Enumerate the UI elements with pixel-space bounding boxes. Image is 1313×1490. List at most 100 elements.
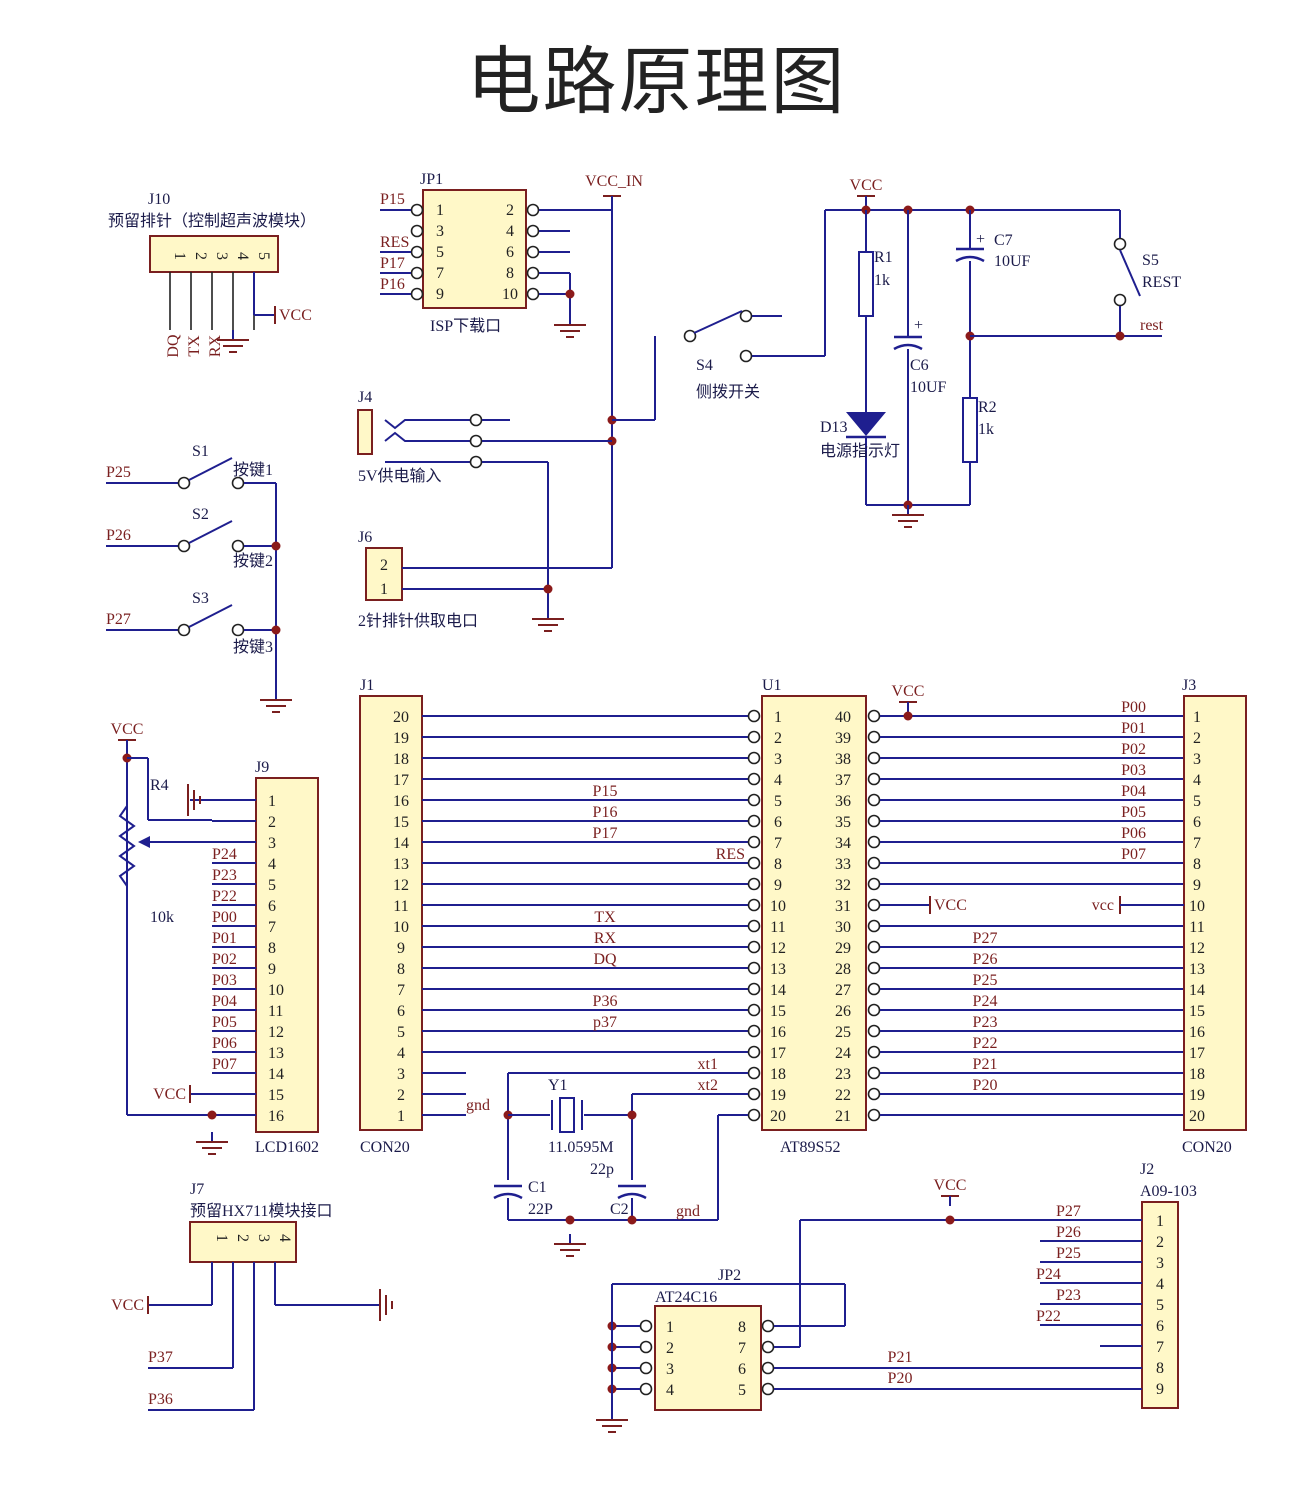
j9-net-P04: P04 [212, 993, 237, 1010]
u1-pin-11: 11 [770, 919, 785, 936]
j3-net-P00: P00 [1121, 699, 1146, 716]
j9-net-P07: P07 [212, 1056, 237, 1073]
j9-net-P00: P00 [212, 909, 237, 926]
jp1-pin-2: 2 [506, 202, 514, 219]
jp1-ref: JP1 [420, 171, 443, 188]
j10-pin-3: 3 [213, 252, 230, 260]
j9-pin-11: 11 [268, 1003, 283, 1020]
j7-pin-4: 4 [276, 1234, 293, 1242]
u1-pin-27: 27 [835, 982, 851, 999]
u1-pin-10: 10 [770, 898, 786, 915]
jp1-net-res: RES [380, 234, 409, 251]
j7-body [189, 1221, 297, 1263]
jp1-desc: ISP下载口 [430, 317, 501, 335]
j2-pin-9: 9 [1156, 1381, 1164, 1398]
j1-ref: J1 [360, 677, 374, 694]
j3-net-P02: P02 [1121, 741, 1146, 758]
j9-pin-14: 14 [268, 1066, 284, 1083]
c7-ref: C7 [994, 232, 1013, 249]
button-ref-S1: S1 [192, 443, 209, 460]
pin-circle [469, 455, 483, 469]
j9-pin-15: 15 [268, 1087, 284, 1104]
j7-pin-1: 1 [213, 1234, 230, 1242]
j10-pin-1: 1 [171, 252, 188, 260]
j3-pin-8: 8 [1193, 856, 1201, 873]
u1-pin-14: 14 [770, 982, 786, 999]
jp2-pin-1: 1 [666, 1319, 674, 1336]
u1-pin-8: 8 [774, 856, 782, 873]
pin-circle [867, 961, 881, 975]
capacitor-icon [893, 343, 923, 351]
crystal-icon [559, 1097, 575, 1133]
u1-pin-29: 29 [835, 940, 851, 957]
capacitor-icon [617, 1192, 647, 1200]
u1-pin-24: 24 [835, 1045, 851, 1062]
button-net-P26: P26 [106, 527, 131, 544]
u1-pin-33: 33 [835, 856, 851, 873]
j2-body [1141, 1201, 1179, 1409]
j4-contact [384, 431, 470, 442]
jp2-pin-7: 7 [738, 1340, 746, 1357]
j9-net-P22: P22 [212, 888, 237, 905]
jp1-body [422, 189, 527, 309]
u1-net-RES: RES [716, 846, 745, 863]
j1-pin-10: 10 [393, 919, 409, 936]
u1-pin-22: 22 [835, 1087, 851, 1104]
jp2-pin-5: 5 [738, 1382, 746, 1399]
resistor-icon [962, 397, 978, 463]
u1-pin-39: 39 [835, 730, 851, 747]
j3-pin-15: 15 [1189, 1003, 1205, 1020]
r4-ref: R4 [150, 777, 169, 794]
u1-vcc: VCC [892, 683, 925, 700]
y1-ref: Y1 [548, 1077, 568, 1094]
pin-circle [177, 539, 191, 553]
jp2-net-p21: P21 [888, 1349, 913, 1366]
j6-body [365, 547, 403, 601]
pin-circle [747, 1024, 761, 1038]
pin-circle [867, 1108, 881, 1122]
c1-val: 22P [528, 1201, 553, 1218]
j2-vcc: VCC [934, 1177, 967, 1194]
jp1-pin-6: 6 [506, 244, 514, 261]
j3-pin-6: 6 [1193, 814, 1201, 831]
j9-net-P03: P03 [212, 972, 237, 989]
j3-name: CON20 [1182, 1139, 1232, 1156]
pin-circle [747, 940, 761, 954]
u1-pin-17: 17 [770, 1045, 786, 1062]
r1-val: 1k [874, 272, 890, 289]
j3-pin-10: 10 [1189, 898, 1205, 915]
j2-ref: J2 [1140, 1161, 1154, 1178]
junction-dot [271, 541, 281, 551]
pin-circle [747, 961, 761, 975]
pin-circle [747, 709, 761, 723]
button-net-P25: P25 [106, 464, 131, 481]
u1-pin-21: 21 [835, 1108, 851, 1125]
j9-pin-9: 9 [268, 961, 276, 978]
pin-circle [469, 413, 483, 427]
j9-pin-7: 7 [268, 919, 276, 936]
u1-net-p37: p37 [593, 1014, 617, 1031]
jp2-body [654, 1305, 762, 1411]
c7-val: 10UF [994, 253, 1031, 270]
j9-pin-16: 16 [268, 1108, 284, 1125]
switch-lever [188, 604, 233, 628]
jp1-pin-8: 8 [506, 265, 514, 282]
s4-desc: 侧拨开关 [696, 383, 760, 401]
pin-circle [867, 751, 881, 765]
j6-desc: 2针排针供取电口 [358, 612, 478, 630]
j2-pin-7: 7 [1156, 1339, 1164, 1356]
y1-val: 11.0595M [548, 1139, 614, 1156]
j9-body [255, 777, 319, 1133]
j3-net-P07: P07 [1121, 846, 1146, 863]
pin-circle [761, 1319, 775, 1333]
pin-circle [747, 772, 761, 786]
j1-pin-14: 14 [393, 835, 409, 852]
u1-net-P16: P16 [593, 804, 618, 821]
j9-ref: J9 [255, 759, 269, 776]
junction-dot [627, 1215, 637, 1225]
u1-pin-19: 19 [770, 1087, 786, 1104]
j7-net-p36: P36 [148, 1391, 173, 1408]
j9-pin-12: 12 [268, 1024, 284, 1041]
j3-pin-13: 13 [1189, 961, 1205, 978]
j10-ref: J10 [148, 191, 170, 208]
